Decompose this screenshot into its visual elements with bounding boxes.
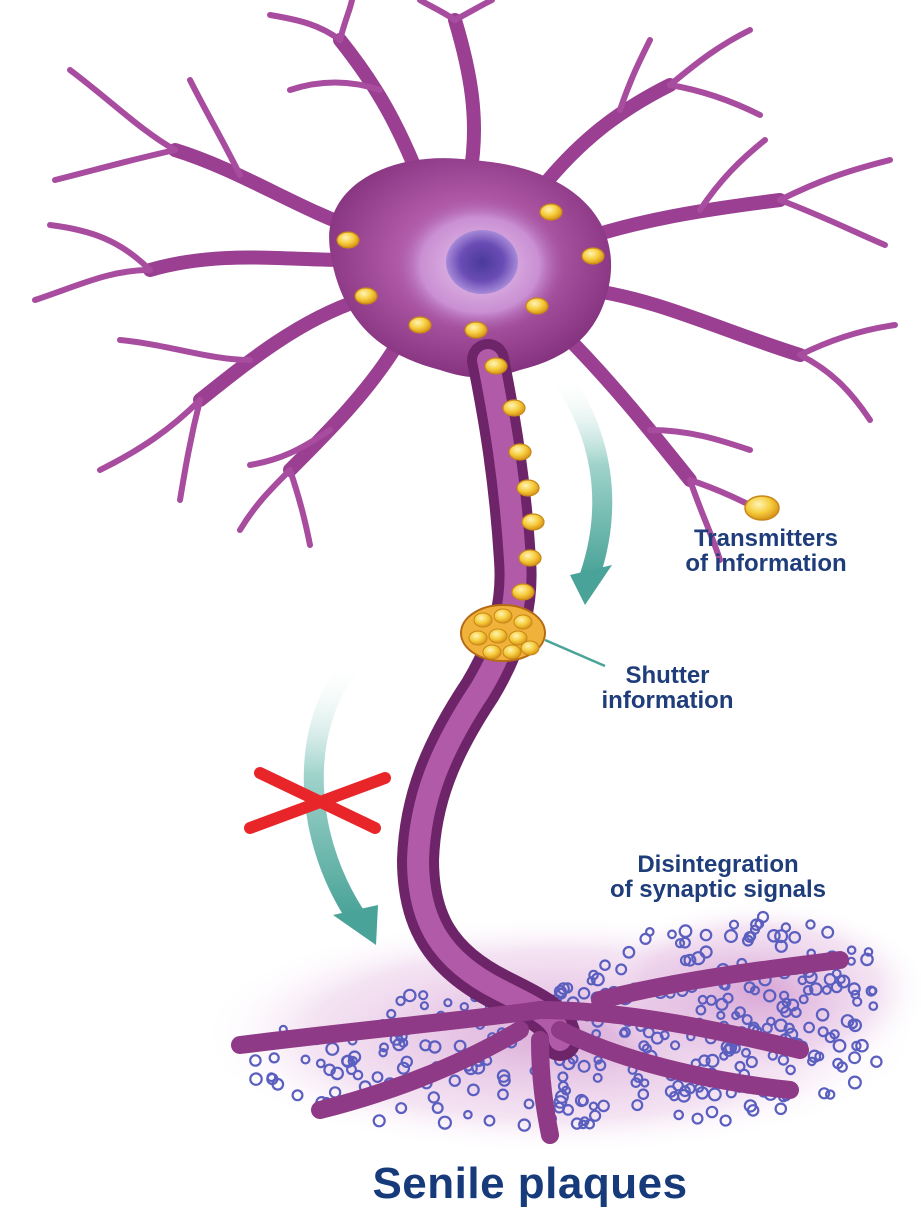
transmitter-dot: [494, 609, 512, 623]
disintegration-label: Disintegration of synaptic signals: [548, 852, 888, 902]
transmitters-label-line: Transmitters: [635, 526, 897, 551]
transmitter-dot: [540, 204, 562, 220]
cell-body: [329, 158, 611, 377]
curved-arrow-icon: [560, 375, 612, 605]
transmitter-dot: [483, 645, 501, 659]
shutter-label-line: Shutter: [555, 663, 780, 688]
transmitter-dot: [465, 322, 487, 338]
transmitter-dot: [514, 615, 532, 629]
transmitter-dot: [474, 613, 492, 627]
transmitter-dot: [582, 248, 604, 264]
transmitter-dot: [521, 641, 539, 655]
transmitter-dot: [503, 400, 525, 416]
nucleus: [446, 230, 518, 294]
transmitter-dot: [337, 232, 359, 248]
transmitter-dot: [522, 514, 544, 530]
transmitter-dot: [512, 584, 534, 600]
transmitter-dot: [526, 298, 548, 314]
transmitter-dot: [469, 631, 487, 645]
transmitter-dot: [355, 288, 377, 304]
disintegration-label-line: Disintegration: [548, 852, 888, 877]
transmitter-dot: [489, 629, 507, 643]
transmitter-dot: [409, 317, 431, 333]
shutter-label-line: information: [555, 688, 780, 713]
page-title: Senile plaques: [320, 1160, 740, 1208]
transmitter-dot: [517, 480, 539, 496]
transmitter-dot: [509, 444, 531, 460]
transmitter-dot: [503, 645, 521, 659]
transmitter-dot-icon: [745, 496, 779, 520]
transmitters-label-line: of information: [635, 551, 897, 576]
shutter-label: Shutter information: [555, 663, 780, 713]
transmitter-dot: [519, 550, 541, 566]
transmitters-label: Transmitters of information: [635, 526, 897, 576]
transmitter-dot: [485, 358, 507, 374]
synapse-cluster: [461, 605, 545, 661]
disintegration-label-line: of synaptic signals: [548, 877, 888, 902]
